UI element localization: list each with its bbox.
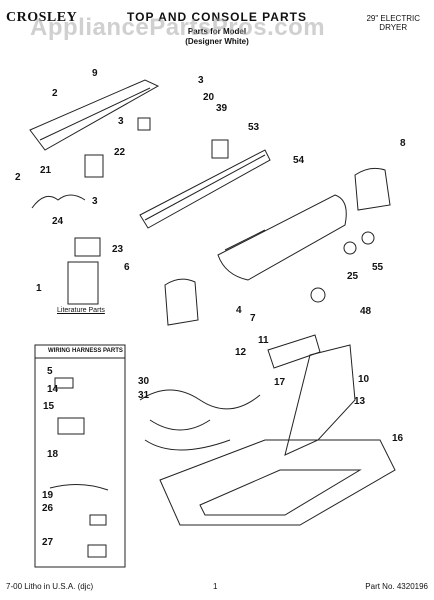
model-line: Parts for Model	[187, 27, 247, 36]
part-53-console-bar	[139, 149, 271, 229]
part-1-literature	[67, 261, 99, 305]
callout: 15	[43, 401, 55, 412]
callout: 39	[216, 103, 228, 114]
callout: 20	[203, 92, 215, 103]
callout: 13	[354, 396, 366, 407]
callout: 8	[400, 138, 406, 149]
callout: 1	[36, 283, 42, 294]
callout: 19	[42, 490, 54, 501]
callout: 21	[40, 165, 52, 176]
callout: 55	[372, 262, 384, 273]
callout: 14	[47, 384, 59, 395]
callout: 23	[112, 244, 124, 255]
callout: 2	[52, 88, 58, 99]
page-title: TOP AND CONSOLE PARTS	[127, 10, 307, 24]
callout: 24	[52, 216, 64, 227]
callout: 4	[236, 305, 242, 316]
callout: 25	[347, 271, 359, 282]
callout: 3	[198, 75, 204, 86]
callout: 10	[358, 374, 370, 385]
callout: 53	[248, 122, 260, 133]
callout: 16	[392, 433, 404, 444]
part-8-end-cap	[354, 167, 391, 211]
callout: 3	[92, 196, 98, 207]
part-4-end-cap	[164, 278, 199, 326]
watermark: AppliancePartsPros.com	[30, 14, 326, 41]
product-line-2: DRYER	[379, 23, 408, 32]
callout: 5	[47, 366, 53, 377]
callout: 9	[92, 68, 98, 79]
callout: 54	[293, 155, 305, 166]
color-line: (Designer White)	[185, 37, 249, 46]
footer-page-number: 1	[213, 582, 218, 591]
callout: 18	[47, 449, 59, 460]
literature-label: Literature Parts	[57, 307, 105, 314]
footer-litho: 7-00 Litho in U.S.A. (djc)	[6, 582, 94, 591]
footer-part-number: Part No. 4320196	[365, 582, 428, 591]
callout: 11	[258, 335, 269, 346]
part-11-vent	[267, 334, 321, 369]
brand-logo: CROSLEY	[6, 10, 78, 25]
callout: 6	[124, 262, 130, 273]
callout: 7	[250, 313, 256, 324]
callout: 2	[15, 172, 21, 183]
part-10-filter	[284, 344, 356, 456]
product-type: 29" ELECTRIC DRYER	[366, 14, 420, 32]
callout: 30	[138, 376, 150, 387]
callout: 17	[274, 377, 286, 388]
harness-box-title: WIRING HARNESS PARTS	[48, 348, 123, 354]
product-line-1: 29" ELECTRIC	[366, 14, 420, 23]
part-54-console	[217, 194, 347, 281]
harness-box	[34, 344, 126, 568]
part-9-rear-panel	[29, 79, 160, 151]
callout: 12	[235, 347, 247, 358]
callout: 31	[138, 390, 150, 401]
callout: 3	[118, 116, 124, 127]
callout: 26	[42, 503, 54, 514]
callout: 48	[360, 306, 372, 317]
part-16-top	[159, 439, 396, 526]
callout: 22	[114, 147, 126, 158]
callout: 27	[42, 537, 54, 548]
